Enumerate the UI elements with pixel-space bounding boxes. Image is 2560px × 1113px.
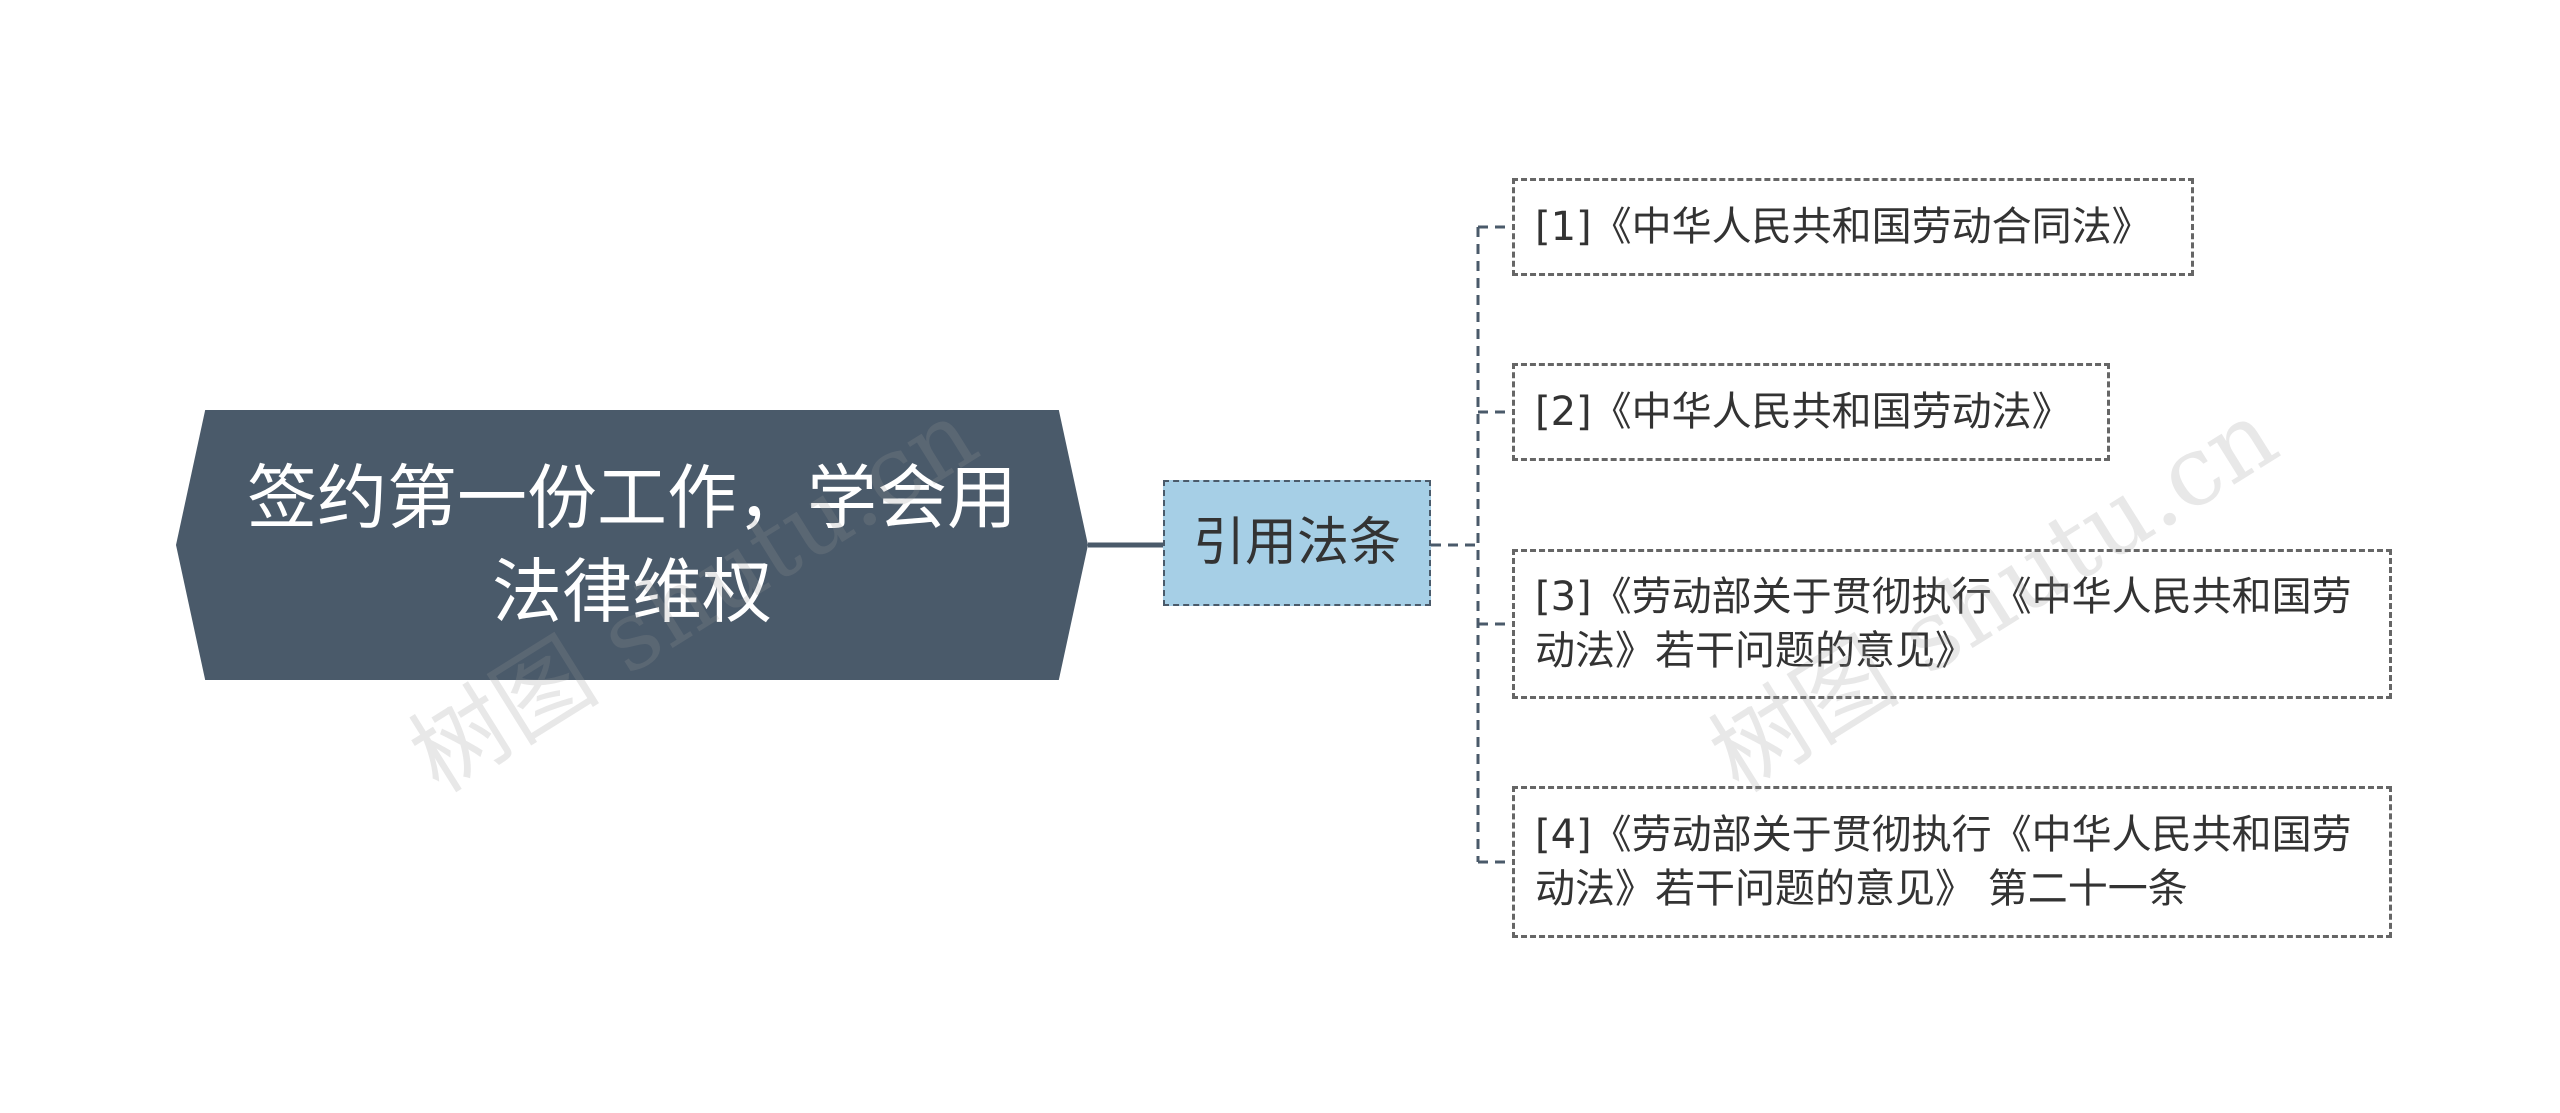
branch-topic[interactable]: 引用法条 — [1163, 480, 1431, 606]
leaf-topic[interactable]: [3]《劳动部关于贯彻执行《中华人民共和国劳动法》若干问题的意见》 — [1512, 549, 2392, 699]
leaf-topic-text: [2]《中华人民共和国劳动法》 — [1535, 389, 2072, 435]
branch-to-leaves-connector — [1431, 225, 1512, 864]
root-topic-title: 签约第一份工作，学会用法律维权 — [247, 457, 1017, 633]
leaf-topic[interactable]: [2]《中华人民共和国劳动法》 — [1512, 363, 2110, 461]
branch-topic-label: 引用法条 — [1192, 513, 1401, 573]
root-topic[interactable]: 签约第一份工作，学会用法律维权 — [176, 410, 1088, 680]
leaf-topic[interactable]: [1]《中华人民共和国劳动合同法》 — [1512, 178, 2194, 276]
leaf-topic-text: [3]《劳动部关于贯彻执行《中华人民共和国劳动法》若干问题的意见》 — [1535, 574, 2352, 674]
leaf-topic-text: [4]《劳动部关于贯彻执行《中华人民共和国劳动法》若干问题的意见》 第二十一条 — [1535, 812, 2352, 912]
leaf-topic-text: [1]《中华人民共和国劳动合同法》 — [1535, 204, 2152, 250]
leaf-topic[interactable]: [4]《劳动部关于贯彻执行《中华人民共和国劳动法》若干问题的意见》 第二十一条 — [1512, 786, 2392, 938]
